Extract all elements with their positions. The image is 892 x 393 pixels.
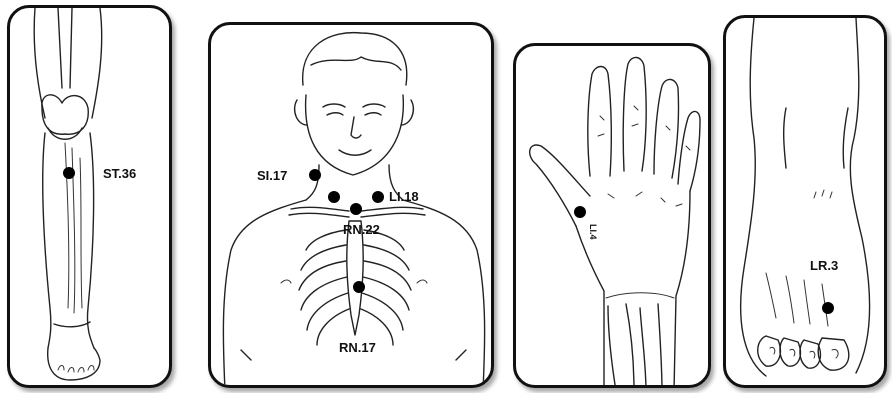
- lr3-point: [822, 302, 834, 314]
- li18-point: [372, 191, 384, 203]
- rn22-point: [350, 203, 362, 215]
- si17-lower-point: [328, 191, 340, 203]
- torso-panel: SI.17 LI.18 RN.22 RN.17: [208, 22, 494, 388]
- st36-label: ST.36: [103, 166, 136, 181]
- hand-panel: LI.4: [513, 43, 711, 388]
- leg-illustration: [10, 8, 172, 388]
- rn17-point: [353, 281, 365, 293]
- si17-point: [309, 169, 321, 181]
- li4-point: [574, 206, 586, 218]
- lr3-label: LR.3: [810, 258, 838, 273]
- torso-illustration: [211, 25, 494, 388]
- hand-illustration: [516, 46, 711, 388]
- li18-label: LI.18: [389, 189, 419, 204]
- rn17-label: RN.17: [339, 340, 376, 355]
- foot-panel: LR.3: [723, 15, 887, 388]
- foot-illustration: [726, 18, 887, 388]
- rn22-label: RN.22: [343, 222, 380, 237]
- st36-point: [63, 167, 75, 179]
- leg-panel: ST.36: [7, 5, 172, 388]
- li4-label: LI.4: [588, 224, 598, 240]
- si17-label: SI.17: [257, 168, 287, 183]
